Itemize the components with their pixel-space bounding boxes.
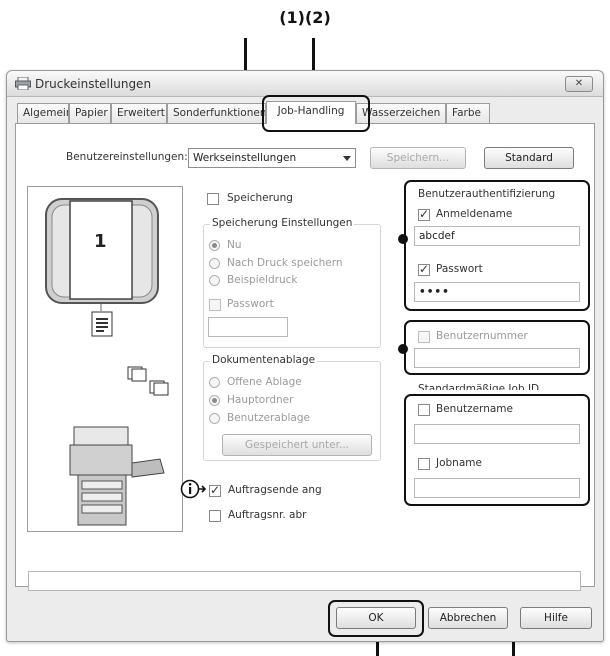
page-preview-graphic (45, 198, 159, 311)
user-settings-label: Benutzereinstellungen: (66, 151, 188, 163)
username-checkbox[interactable] (418, 404, 430, 416)
user-settings-dropdown[interactable]: Werkseinstellungen (188, 148, 356, 168)
chevron-down-icon (343, 156, 351, 161)
preview-page-number: 1 (94, 231, 107, 252)
printer-icon (15, 77, 31, 90)
callout-dot (398, 234, 408, 244)
callout-leader-line (376, 640, 379, 656)
radio-store-after-print-label: Nach Druck speichern (227, 257, 343, 269)
job-id-title: Standardmäßige Job ID (416, 380, 542, 390)
document-icon (91, 311, 113, 337)
radio-open-folder[interactable] (209, 377, 220, 388)
radio-main-folder[interactable] (209, 395, 220, 406)
jobname-label: Jobname (436, 457, 482, 469)
login-name-checkbox[interactable] (418, 207, 430, 221)
job-number-checkbox[interactable] (209, 510, 221, 522)
window-title: Druckeinstellungen (35, 77, 152, 91)
retention-settings-title: Speicherung Einstellungen (210, 217, 355, 229)
radio-only-store[interactable] (209, 240, 220, 251)
radio-user-folder-label: Benutzerablage (227, 412, 310, 424)
saved-under-button[interactable]: Gespeichert unter... (222, 434, 372, 456)
status-bar (28, 571, 581, 591)
retention-password-input[interactable] (208, 317, 288, 337)
document-filing-title: Dokumentenablage (210, 354, 318, 366)
radio-only-store-label: Nur ablegen (227, 239, 242, 251)
password-label: Passwort (436, 263, 483, 275)
radio-sample-print-label: Beispieldruck (227, 274, 298, 286)
job-number-label: Auftragsnr. abr (228, 509, 307, 521)
collate-docs-icon (127, 366, 169, 396)
tab-sonderfunktionen[interactable]: Sonderfunktionen (167, 103, 266, 123)
cancel-button[interactable]: Abbrechen (428, 607, 508, 629)
tab-algemein[interactable]: Algemein (17, 103, 69, 123)
close-button[interactable]: ✕ (565, 76, 593, 92)
user-number-input[interactable] (414, 348, 580, 368)
highlight-ok-button (328, 600, 424, 637)
radio-user-folder[interactable] (209, 413, 220, 424)
printer-machine-icon (69, 426, 165, 526)
job-end-notify-label: Auftragsende ang (228, 484, 322, 496)
info-icon (180, 479, 206, 499)
retention-password-label: Passwort (227, 298, 274, 310)
login-name-label: Anmeldename (436, 208, 513, 220)
radio-store-after-print[interactable] (209, 258, 220, 269)
help-button[interactable]: Hilfe (520, 607, 592, 629)
job-end-notify-checkbox[interactable] (209, 483, 221, 497)
highlight-job-id (404, 394, 590, 506)
tab-erweitert[interactable]: Erweitert (111, 103, 167, 123)
tab-label: Wasserzeichen (362, 107, 441, 119)
tab-farbe[interactable]: Farbe (446, 103, 490, 123)
close-icon: ✕ (574, 78, 584, 89)
callout-label-1-2: (1)(2) (279, 8, 331, 27)
tab-label: Sonderfunktionen (173, 107, 266, 119)
radio-sample-print[interactable] (209, 275, 220, 286)
jobname-input[interactable] (414, 478, 580, 498)
highlight-user-number (404, 320, 590, 375)
save-settings-button[interactable]: Speichern... (370, 147, 466, 169)
tab-job-handling[interactable]: Job-Handling (266, 101, 356, 124)
user-settings-value: Werkseinstellungen (193, 152, 297, 164)
tab-label: Farbe (452, 107, 481, 119)
title-bar[interactable]: Druckeinstellungen ✕ (7, 71, 603, 97)
tab-label: Papier (75, 107, 108, 119)
tab-label: Algemein (23, 107, 69, 119)
print-preview: 1 (27, 186, 183, 532)
retention-password-checkbox[interactable] (209, 299, 221, 311)
standard-button[interactable]: Standard (484, 147, 574, 169)
password-checkbox[interactable] (418, 262, 430, 276)
tab-label: Job-Handling (277, 105, 345, 117)
store-checkbox[interactable] (207, 193, 219, 205)
tab-wasserzeichen[interactable]: Wasserzeichen (356, 103, 446, 123)
ok-button[interactable]: OK (336, 607, 416, 629)
highlight-job-handling-tab (262, 95, 370, 132)
jobname-checkbox[interactable] (418, 458, 430, 470)
user-number-checkbox[interactable] (418, 331, 430, 343)
tab-label: Erweitert (117, 107, 165, 119)
radio-open-folder-label: Offene Ablage (227, 376, 302, 388)
callout-dot (398, 344, 408, 354)
username-label: Benutzername (436, 403, 513, 415)
user-auth-title: Benutzerauthentifizierung (416, 188, 558, 200)
user-number-label: Benutzernummer (436, 330, 528, 342)
radio-main-folder-label: Hauptordner (227, 394, 294, 406)
store-label: Speicherung (227, 192, 293, 204)
tab-papier[interactable]: Papier (69, 103, 111, 123)
callout-leader-line (312, 38, 315, 86)
highlight-user-auth (404, 180, 590, 311)
username-input[interactable] (414, 424, 580, 444)
login-name-input[interactable]: abcdef (414, 226, 580, 246)
password-input[interactable]: •••• (414, 282, 580, 302)
